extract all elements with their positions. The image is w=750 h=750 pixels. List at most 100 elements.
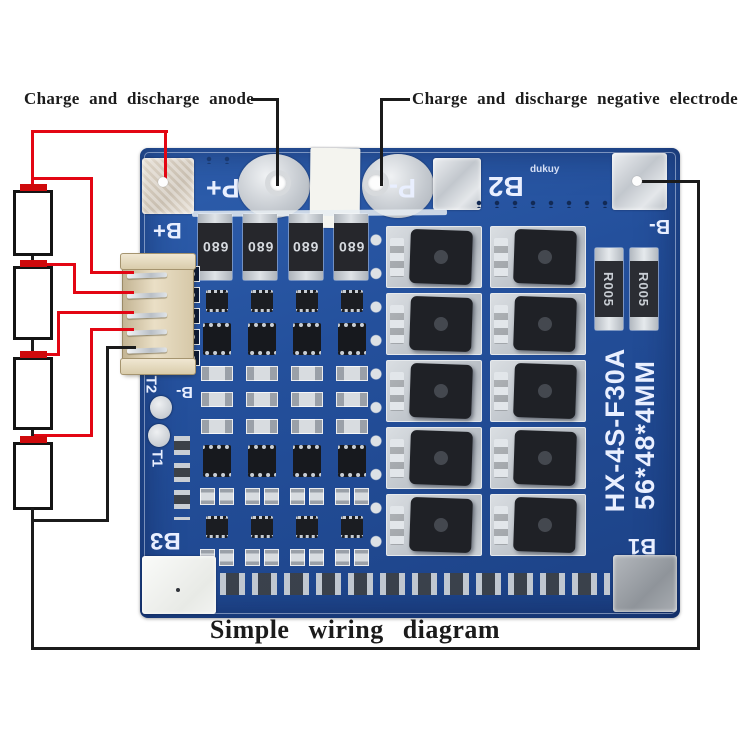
b3-pad (142, 556, 216, 614)
mosfet-body (513, 295, 577, 353)
wire-black (31, 647, 700, 650)
b1-pad (613, 555, 677, 612)
series-link (31, 340, 34, 353)
p-minus-silk: P- (389, 173, 416, 203)
wire-black (639, 180, 700, 183)
shunt-resistor: R005 (595, 248, 623, 330)
b-plus-solder-dot (158, 177, 168, 187)
battery-positive-cap (20, 436, 47, 443)
soic-ic (337, 323, 366, 356)
b-plus-pad (142, 158, 194, 214)
smd-resistor-pair (334, 487, 369, 505)
resistor-680: 680 (288, 214, 323, 280)
resistor-680-row: 680 680 680 680 (198, 214, 368, 280)
negative-annotation-label: Charge and discharge negative electrode (412, 89, 739, 108)
model-silk: HX-4S-F30A (600, 347, 630, 513)
resistor-680-label: 680 (247, 239, 274, 255)
small-resistor-column (174, 436, 190, 520)
soic-ic (337, 444, 366, 477)
bottom-resistor-row (220, 573, 610, 595)
cell-channel-column (243, 290, 280, 566)
bms-pcb: B+ P+ P- B2 dukuy B- 680 680 680 680 (120, 147, 680, 618)
via-dots (470, 200, 610, 208)
anode-leader-line (251, 98, 279, 101)
sot23-transistor (205, 515, 228, 538)
battery-cell-4 (13, 442, 53, 510)
mosfet-body (409, 228, 473, 286)
wire-red (73, 263, 76, 294)
mosfet (490, 494, 586, 556)
mosfet (490, 360, 586, 422)
smd-resistor (245, 366, 278, 382)
resistor-680-label: 680 (201, 239, 229, 255)
through-hole-solder-column (366, 228, 386, 564)
smd-resistor (290, 366, 323, 382)
wire-red (31, 130, 34, 189)
smd-resistor-pair (334, 549, 369, 566)
smd-resistor-pair (199, 487, 234, 505)
smd-resistor (290, 392, 323, 408)
cell-channel-column (198, 290, 235, 566)
mosfet-body (513, 429, 577, 487)
sot23-transistor (295, 515, 318, 538)
shunt-resistor: R005 (630, 248, 658, 330)
smd-resistor-pair (244, 549, 279, 566)
size-silk: 56*48*4MM (630, 359, 660, 511)
wire-red (73, 291, 134, 294)
wire-black (106, 346, 109, 522)
smd-resistor (245, 392, 278, 408)
sot23-transistor (295, 290, 318, 312)
sot23-transistor (250, 515, 273, 538)
mosfet-body (409, 362, 473, 420)
battery-cell-3 (13, 357, 53, 430)
p-plus-silk: P+ (206, 173, 240, 203)
wire-black (31, 519, 109, 522)
wire-red (57, 311, 60, 356)
negative-leader-line (380, 98, 410, 101)
soic-ic (292, 444, 321, 477)
diagram-title: Simple wiring diagram (209, 615, 501, 644)
wire-red (90, 271, 134, 274)
p-minus-hole (363, 170, 389, 196)
brand-silk: dukuy (530, 164, 560, 175)
wire-black (31, 508, 34, 650)
wire-red (90, 328, 93, 437)
series-link (31, 430, 34, 438)
mosfet (490, 293, 586, 355)
t2-silk: T2 (142, 375, 160, 394)
resistor-680-label: 680 (292, 239, 319, 255)
wire-red (31, 130, 168, 133)
b-minus-silk: B- (649, 215, 671, 237)
mosfet-body (409, 295, 473, 353)
anode-annotation-label: Charge and discharge anode (24, 89, 255, 108)
wire-red (90, 328, 134, 331)
wire-red (31, 434, 93, 437)
resistor-680: 680 (333, 214, 368, 280)
resistor-680: 680 (243, 214, 278, 280)
b3-pad-dot (176, 588, 180, 592)
sot23-transistor (340, 290, 363, 312)
sot23-transistor (250, 290, 273, 312)
wire-red (90, 177, 93, 274)
smd-resistor (290, 418, 323, 434)
smd-resistor (200, 392, 233, 408)
battery-positive-cap (20, 184, 47, 191)
wire-red (164, 130, 167, 182)
cell-channel-column (288, 290, 325, 566)
mosfet-body (409, 429, 473, 487)
mosfet-bank-right (490, 226, 586, 556)
smd-component-field (198, 290, 370, 566)
b-minus-sense-silk: B- (176, 383, 193, 400)
cell-channel-column (333, 290, 370, 566)
smd-resistor (335, 392, 368, 408)
sot23-transistor (340, 515, 363, 538)
balance-connector (120, 253, 196, 375)
wire-red (57, 311, 134, 314)
mosfet-body (513, 362, 577, 420)
mosfet-body (409, 496, 473, 554)
resistor-680-label: 680 (337, 239, 365, 255)
anode-leader-line (276, 98, 279, 186)
battery-cell-2 (13, 266, 53, 340)
mosfet (386, 427, 482, 489)
b-minus-solder-dot (632, 176, 642, 186)
